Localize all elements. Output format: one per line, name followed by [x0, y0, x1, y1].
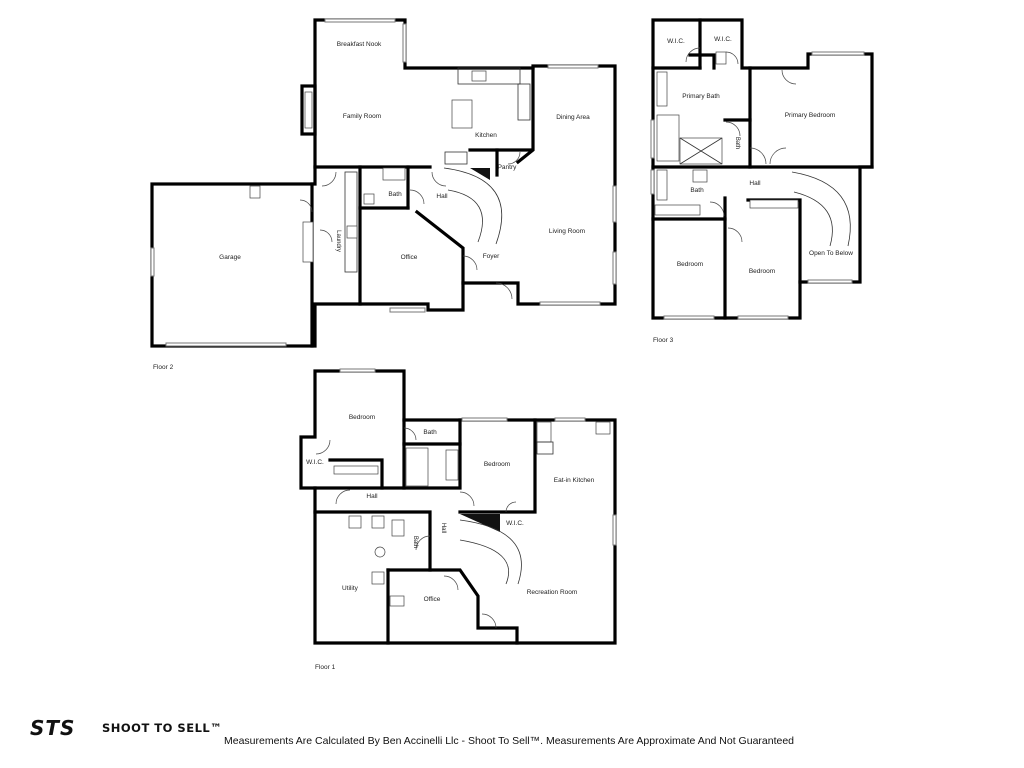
room-label-bedroom-middle: Bedroom	[749, 268, 775, 275]
room-label-wic-right: W.I.C.	[714, 36, 732, 43]
floor-2-outer-walls	[310, 18, 617, 348]
room-label-bedroom-top: Bedroom	[349, 414, 375, 421]
floor-2-plan: Breakfast Nook Family Room Kitchen Dinin…	[150, 18, 617, 371]
room-label-foyer: Foyer	[483, 253, 500, 260]
room-label-wic-left: W.I.C.	[667, 38, 685, 45]
room-label-recreation-room: Recreation Room	[527, 589, 578, 596]
garage-window	[150, 247, 155, 277]
garage-walls	[150, 182, 314, 348]
room-label-bedroom-center: Bedroom	[484, 461, 510, 468]
garage-door	[165, 342, 287, 347]
room-label-garage: Garage	[219, 254, 241, 261]
floor-3-plan: W.I.C. W.I.C. Primary Bath Primary Bedro…	[650, 18, 874, 344]
room-label-office: Office	[401, 254, 418, 261]
garage-fixture	[249, 185, 261, 199]
room-label-bedroom-left: Bedroom	[677, 261, 703, 268]
window	[402, 23, 407, 63]
room-label-eatin-kitchen: Eat-in Kitchen	[554, 477, 595, 484]
stair-outer	[443, 167, 503, 245]
room-label-bath: Bath	[388, 191, 402, 198]
bathtub	[656, 114, 680, 162]
kitchen-island	[451, 99, 473, 129]
room-label-hall: Hall	[749, 180, 761, 187]
window	[389, 307, 426, 313]
window	[539, 301, 601, 306]
window	[547, 64, 599, 69]
room-label-bath-top: Bath	[423, 429, 437, 436]
window	[612, 251, 617, 285]
room-label-wic-center: W.I.C.	[506, 520, 524, 527]
room-label-primary-bath: Primary Bath	[682, 93, 720, 100]
measurement-disclaimer: Measurements Are Calculated By Ben Accin…	[224, 735, 795, 747]
brand-name: SHOOT TO SELL™	[102, 721, 223, 735]
floor-1-label: Floor 1	[315, 664, 336, 671]
floor-1-outer-walls	[299, 369, 617, 645]
window	[324, 18, 396, 23]
bathtub	[405, 447, 429, 487]
room-label-office: Office	[424, 596, 441, 603]
room-label-bath-vertical: Bath	[412, 536, 418, 548]
room-label-hall-vertical: Hall	[440, 523, 446, 533]
room-label-living-room: Living Room	[549, 228, 585, 235]
fireplace	[300, 84, 317, 136]
room-label-pantry: Pantry	[498, 164, 518, 171]
room-label-family-room: Family Room	[343, 113, 381, 120]
room-label-utility: Utility	[342, 585, 359, 592]
room-label-bath-small: Bath	[734, 137, 740, 149]
brand-logo-mark: STS	[30, 716, 76, 740]
room-label-hall: Hall	[436, 193, 448, 200]
room-label-hall: Hall	[366, 493, 378, 500]
window	[612, 185, 617, 223]
room-label-primary-bedroom: Primary Bedroom	[785, 112, 836, 119]
room-label-wic-left: W.I.C.	[306, 459, 324, 466]
room-label-kitchen: Kitchen	[475, 132, 497, 139]
room-label-breakfast-nook: Breakfast Nook	[337, 41, 382, 48]
room-label-open-to-below: Open To Below	[809, 250, 853, 257]
room-label-dining-area: Dining Area	[556, 114, 590, 121]
floor-3-label: Floor 3	[653, 337, 674, 344]
floor-2-label: Floor 2	[153, 364, 174, 371]
stair-inner	[447, 189, 483, 243]
room-label-laundry: Laundry	[335, 230, 341, 252]
floor-1-plan: Bedroom Bath Bedroom Eat-in Kitchen W.I.…	[299, 368, 617, 671]
room-label-bath: Bath	[690, 187, 704, 194]
